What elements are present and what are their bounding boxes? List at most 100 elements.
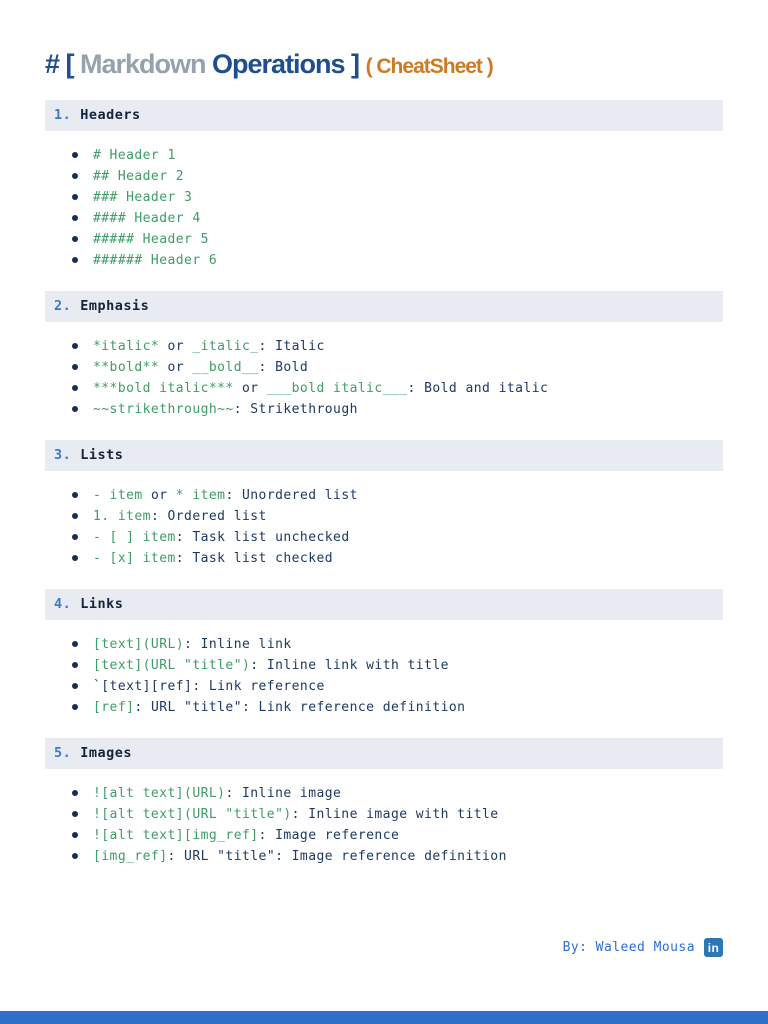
- section-item-list: ![alt text](URL): Inline image ![alt text…: [45, 783, 723, 867]
- section-header: 5. Images: [45, 737, 723, 769]
- page-title: # [ Markdown Operations ] ( CheatSheet ): [45, 49, 723, 80]
- description-text: or: [233, 380, 267, 396]
- code-snippet: 1. item: [93, 508, 151, 524]
- bullet-icon: [72, 832, 78, 839]
- list-item: 1. item: Ordered list: [45, 506, 723, 527]
- section-header: 1. Headers: [45, 99, 723, 131]
- description-text: or: [142, 487, 176, 503]
- bullet-icon: [72, 790, 78, 797]
- list-item: # Header 1: [45, 145, 723, 166]
- description-text: : Image reference: [258, 827, 400, 843]
- section-number: 2.: [54, 298, 72, 315]
- section-item-list: *italic* or _italic_: Italic**bold** or …: [45, 336, 723, 420]
- bullet-icon: [72, 406, 78, 413]
- description-text: : Italic: [258, 338, 325, 354]
- description-text: : Unordered list: [225, 487, 358, 503]
- bullet-icon: [72, 343, 78, 350]
- bullet-icon: [72, 662, 78, 669]
- list-item: ##### Header 5: [45, 229, 723, 250]
- section-images: 5.Images![alt text](URL): Inline image![…: [45, 737, 723, 867]
- code-snippet: # Header 1: [93, 147, 176, 163]
- code-snippet: ###### Header 6: [93, 252, 218, 268]
- section-item-list: # Header 1## Header 2### Header 3#### He…: [45, 145, 723, 271]
- description-text: : Inline link with title: [250, 657, 449, 673]
- section-number: 1.: [54, 107, 72, 124]
- title-hash-bracket: # [: [45, 49, 81, 79]
- code-snippet: - [ ] item: [93, 529, 176, 545]
- code-snippet: ### Header 3: [93, 189, 193, 205]
- section-title: Images: [80, 745, 133, 762]
- bullet-icon: [72, 236, 78, 243]
- list-item: ![alt text][img_ref]: Image reference: [45, 825, 723, 846]
- code-snippet: [img_ref]: [93, 848, 168, 864]
- description-text: : URL "title": Image reference definitio…: [167, 848, 507, 864]
- bullet-icon: [72, 683, 78, 690]
- code-snippet: ![alt text][img_ref]: [93, 827, 259, 843]
- list-item: [text](URL): Inline link: [45, 634, 723, 655]
- content: # [ Markdown Operations ] ( CheatSheet )…: [0, 49, 768, 867]
- code-snippet: ~~strikethrough~~: [93, 401, 234, 417]
- list-item: - [ ] item: Task list unchecked: [45, 527, 723, 548]
- section-number: 5.: [54, 745, 72, 762]
- linkedin-icon[interactable]: in: [704, 938, 723, 957]
- list-item: *italic* or _italic_: Italic: [45, 336, 723, 357]
- section-item-list: [text](URL): Inline link [text](URL "titl…: [45, 634, 723, 718]
- list-item: [ref]: URL "title": Link reference defin…: [45, 697, 723, 718]
- code-snippet: * item: [175, 487, 226, 503]
- list-item: ***bold italic*** or ___bold italic___: …: [45, 378, 723, 399]
- description-text: : Inline image with title: [291, 806, 499, 822]
- footer: By: Waleed Mousa in: [563, 938, 723, 957]
- list-item: - item or * item: Unordered list: [45, 485, 723, 506]
- list-item: ![alt text](URL "title"): Inline image w…: [45, 804, 723, 825]
- description-text: : URL "title": Link reference definition: [134, 699, 466, 715]
- bullet-icon: [72, 811, 78, 818]
- bullet-icon: [72, 704, 78, 711]
- list-item: - [x] item: Task list checked: [45, 548, 723, 569]
- section-header: 4. Links: [45, 588, 723, 620]
- description-text: : Bold: [258, 359, 309, 375]
- description-text: `[text][ref]: Link reference: [93, 678, 325, 694]
- code-snippet: _italic_: [192, 338, 259, 354]
- section-header: 3. Lists: [45, 439, 723, 471]
- list-item: ###### Header 6: [45, 250, 723, 271]
- list-item: ### Header 3: [45, 187, 723, 208]
- code-snippet: ![alt text](URL): [93, 785, 226, 801]
- section-title: Headers: [80, 107, 141, 124]
- bullet-icon: [72, 513, 78, 520]
- code-snippet: *italic*: [93, 338, 160, 354]
- title-markdown: Markdown: [80, 49, 213, 79]
- section-header: 2.Emphasis: [45, 290, 723, 322]
- section-title: Lists: [80, 447, 124, 464]
- code-snippet: - item: [93, 487, 143, 503]
- list-item: [img_ref]: URL "title": Image reference …: [45, 846, 723, 867]
- description-text: : Ordered list: [150, 508, 267, 524]
- code-snippet: **bold**: [93, 359, 160, 375]
- section-number: 4.: [54, 596, 72, 613]
- code-snippet: ## Header 2: [93, 168, 185, 184]
- description-text: : Task list unchecked: [175, 529, 350, 545]
- title-operations: Operations ]: [212, 49, 366, 79]
- bullet-icon: [72, 534, 78, 541]
- description-text: or: [159, 338, 193, 354]
- list-item: **bold** or __bold__: Bold: [45, 357, 723, 378]
- code-snippet: ___bold italic___: [266, 380, 408, 396]
- code-snippet: ##### Header 5: [93, 231, 209, 247]
- section-emphasis: 2.Emphasis*italic* or _italic_: Italic**…: [45, 290, 723, 420]
- list-item: ~~strikethrough~~: Strikethrough: [45, 399, 723, 420]
- byline: By: Waleed Mousa: [562, 940, 695, 955]
- section-number: 3.: [54, 447, 72, 464]
- code-snippet: - [x] item: [93, 550, 176, 566]
- code-snippet: [text](URL): [93, 636, 185, 652]
- sections-container: 1. Headers # Header 1 ## Header 2 ### Header…: [45, 99, 723, 867]
- description-text: : Inline image: [225, 785, 342, 801]
- section-title: Links: [80, 596, 124, 613]
- bullet-icon: [72, 364, 78, 371]
- bullet-icon: [72, 152, 78, 159]
- bullet-icon: [72, 853, 78, 860]
- description-text: or: [159, 359, 193, 375]
- code-snippet: [text](URL "title"): [93, 657, 251, 673]
- bottom-bar: [0, 1011, 768, 1024]
- bullet-icon: [72, 173, 78, 180]
